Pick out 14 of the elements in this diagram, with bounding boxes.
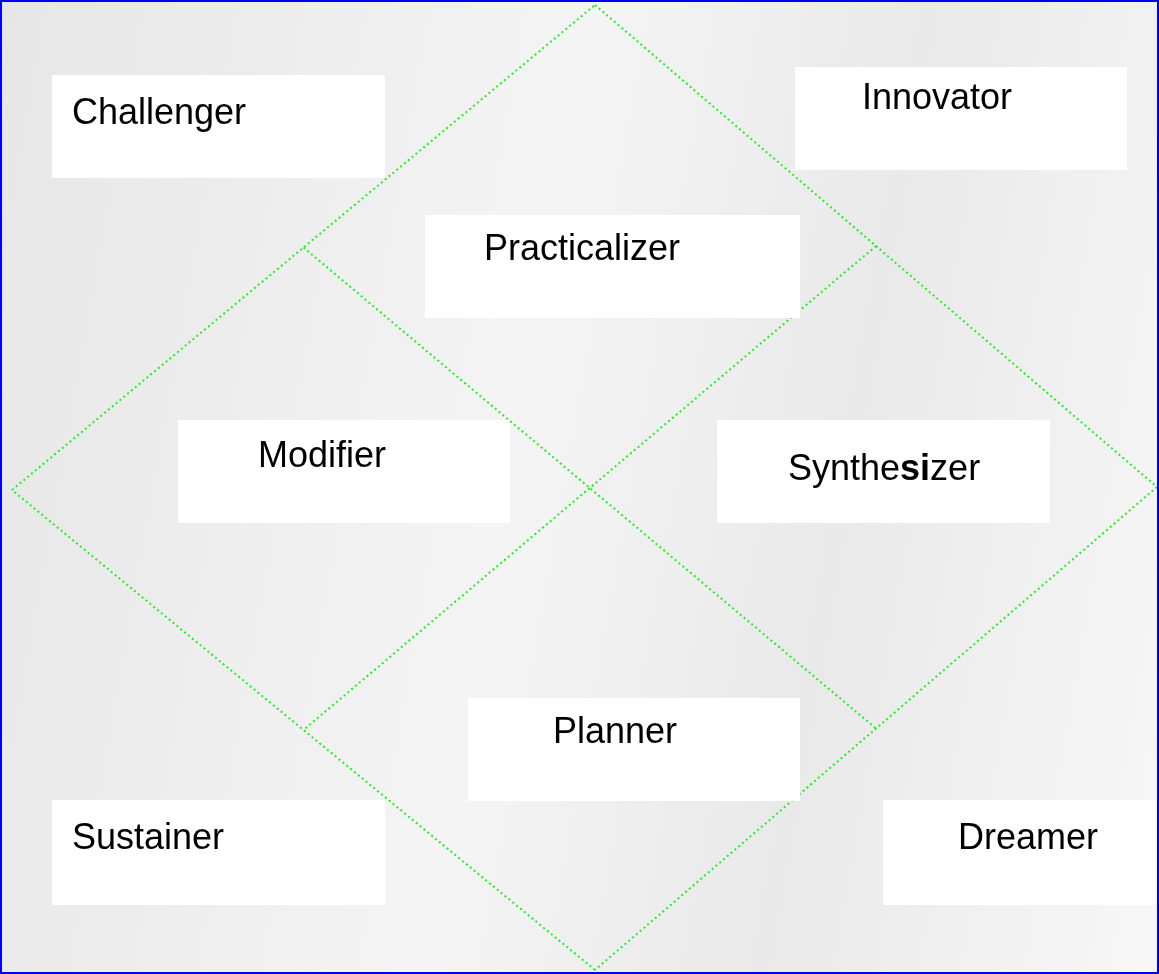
- label-box: [52, 800, 385, 905]
- role-label: Innovator: [862, 75, 1013, 119]
- label-box: [468, 698, 800, 801]
- label-box: [883, 800, 1157, 905]
- role-label: Dreamer: [958, 815, 1099, 859]
- role-label: Planner: [553, 709, 678, 753]
- role-label: Challenger: [72, 90, 247, 134]
- label-box: [178, 420, 510, 523]
- label-box: [425, 215, 800, 318]
- role-label: Practicalizer: [484, 226, 681, 270]
- role-label: Synthesizer: [788, 446, 981, 490]
- label-box: [52, 75, 385, 178]
- role-label: Modifier: [258, 433, 387, 477]
- role-label: Sustainer: [72, 815, 225, 859]
